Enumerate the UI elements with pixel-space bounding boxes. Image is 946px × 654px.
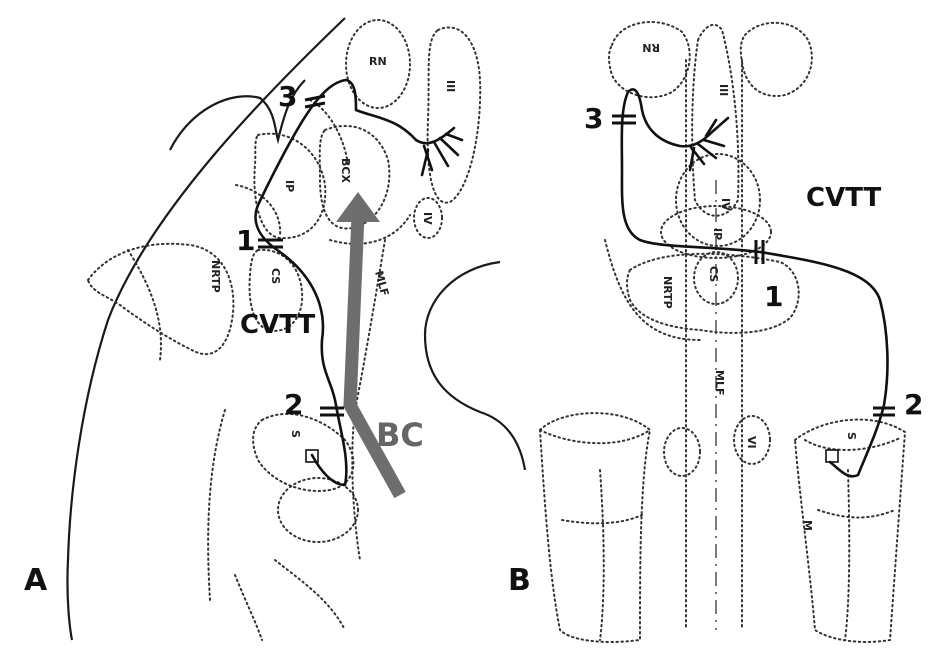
s-marker-b xyxy=(825,449,839,463)
panel-letter-b: B xyxy=(508,563,531,598)
cvtt-label-a: CVTT xyxy=(240,310,316,340)
cvtt-pathway-a xyxy=(254,78,418,487)
bc-arrow-head xyxy=(336,192,380,222)
tick-3a-1 xyxy=(304,94,326,102)
number-2-b: 2 xyxy=(904,388,923,421)
lower-nucleus-a xyxy=(277,477,359,543)
panel-b-nuclei-outlines xyxy=(538,21,907,643)
branch-a4 xyxy=(438,136,460,157)
branch-b6 xyxy=(704,118,718,138)
tract-dots-a3 xyxy=(207,409,226,601)
left-small-outline-b xyxy=(663,427,701,477)
fourth-ventricle-outline xyxy=(423,260,527,471)
nrtp-outline-a xyxy=(86,242,235,356)
label-bcx-a: BCX xyxy=(339,158,352,183)
cs-outline-a xyxy=(248,248,304,332)
left-peduncle-line-b xyxy=(561,514,643,525)
number-2-a: 2 xyxy=(284,388,303,421)
label-iii-a: III xyxy=(444,80,457,92)
label-s-a: S xyxy=(289,430,302,438)
vi-outline-b xyxy=(733,415,771,465)
branch-a6 xyxy=(420,148,430,177)
label-mlf-a: MLF xyxy=(372,269,391,297)
brainstem-outline-outer xyxy=(66,17,346,641)
right-peduncle-top-b xyxy=(804,437,901,451)
branch-a3 xyxy=(432,140,450,168)
right-peduncle-line-b xyxy=(817,509,896,519)
cvtt-branches-a xyxy=(414,126,464,177)
panel-a: RN III IV BCX IP NRTP CS MLF S CVTT BC 3… xyxy=(24,17,527,641)
cerebellum-outline xyxy=(169,79,306,151)
right-cerebellar-peduncle-b xyxy=(793,418,907,643)
left-cerebellar-peduncle-b xyxy=(538,412,652,643)
left-peduncle-mid-b xyxy=(599,469,605,641)
label-iv-b: IV xyxy=(719,198,732,211)
tick-3a-2 xyxy=(304,101,326,109)
label-cs-a: CS xyxy=(269,268,282,284)
crossing-ticks-b xyxy=(612,114,895,417)
label-cs-b: CS xyxy=(707,266,720,282)
branch-a5 xyxy=(444,132,464,142)
branch-b2 xyxy=(696,142,718,160)
rn-outline-a xyxy=(345,19,411,109)
bc-label: BC xyxy=(376,416,424,454)
label-nrtp-b: NRTP xyxy=(661,276,674,309)
label-rn-b: RN xyxy=(642,41,660,54)
number-3-b: 3 xyxy=(584,102,603,135)
tract-dots-a5 xyxy=(234,574,263,641)
tract-dots-a4 xyxy=(274,559,346,631)
label-iv-a: IV xyxy=(421,212,434,225)
tract-dots-b1 xyxy=(604,239,701,341)
right-peduncle-mid-b xyxy=(844,469,851,641)
tract-dots-a6 xyxy=(127,249,162,361)
label-vi-b: VI xyxy=(745,436,758,449)
tract-dots-a1 xyxy=(235,184,282,236)
label-mlf-b: MLF xyxy=(713,370,726,395)
cvtt-branches-b xyxy=(688,116,730,172)
cvtt-pathway-b xyxy=(620,88,889,478)
number-3-a: 3 xyxy=(278,80,297,113)
iii-outline-a xyxy=(426,26,482,204)
tract-dots-a7 xyxy=(309,99,349,166)
crossing-ticks-a xyxy=(258,94,344,417)
branch-a2 xyxy=(422,144,434,172)
iv-outline-b xyxy=(675,153,761,247)
bc-arrow-shaft xyxy=(343,214,406,499)
iv-outline-a xyxy=(413,197,443,239)
label-iii-b: III xyxy=(717,84,730,96)
branch-b1 xyxy=(688,144,706,166)
branch-b3 xyxy=(702,138,726,148)
label-rn-a: RN xyxy=(369,55,387,68)
panel-letter-a: A xyxy=(24,563,48,598)
tract-dots-a2 xyxy=(329,214,411,245)
s-marker-a xyxy=(305,449,319,463)
label-s-b: S xyxy=(845,432,858,440)
left-peduncle-top-b xyxy=(539,429,651,445)
ip-outline-a xyxy=(253,132,327,240)
rn-outline-b-right xyxy=(739,21,813,97)
branch-b5 xyxy=(710,116,730,134)
panel-b: RN III IV IP NRTP CS MLF VI S M CVTT 3 1… xyxy=(508,21,923,643)
number-1-b: 1 xyxy=(764,280,783,313)
nrtp-outline-b xyxy=(626,252,800,334)
number-1-a: 1 xyxy=(236,224,255,257)
branch-b4 xyxy=(688,146,696,172)
label-nrtp-a: NRTP xyxy=(209,260,222,293)
iii-outline-b xyxy=(691,23,740,217)
rn-outline-b xyxy=(608,21,691,99)
label-m-b: M xyxy=(801,520,814,531)
cvtt-label-b: CVTT xyxy=(806,183,882,213)
s-outline-a xyxy=(252,412,355,492)
label-ip-b: IP xyxy=(711,228,724,240)
label-ip-a: IP xyxy=(283,180,296,192)
